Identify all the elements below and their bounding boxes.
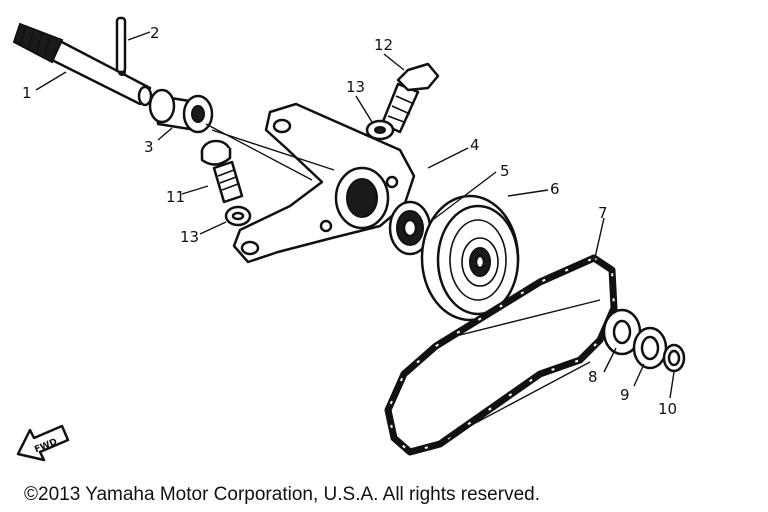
- washer-part-13-upper: [365, 119, 395, 141]
- label-part-8: 8: [588, 368, 598, 386]
- pin-part-2: [115, 16, 127, 74]
- label-part-12: 12: [374, 36, 393, 54]
- washer-part-10: [662, 343, 686, 373]
- arm-bracket-part-4: [232, 102, 416, 264]
- forward-arrow-icon: FWD: [16, 424, 70, 462]
- bearing-part-5: [388, 200, 432, 256]
- exploded-parts-diagram: 1 2 3 4 5 6 7 8 9 10 11 12 13 13 FWD: [12, 16, 686, 462]
- label-part-11: 11: [166, 188, 185, 206]
- shaft-part-1: [12, 22, 153, 107]
- label-part-13-lower: 13: [180, 228, 199, 246]
- bolt-part-12: [380, 62, 440, 134]
- copyright-notice: ©2013 Yamaha Motor Corporation, U.S.A. A…: [24, 484, 540, 505]
- washer-part-8: [602, 308, 642, 356]
- label-part-7: 7: [598, 204, 608, 222]
- washer-part-9: [632, 326, 668, 370]
- label-part-3: 3: [144, 138, 154, 156]
- label-part-13-upper: 13: [346, 78, 365, 96]
- label-part-4: 4: [470, 136, 480, 154]
- label-part-6: 6: [550, 180, 560, 198]
- label-part-9: 9: [620, 386, 630, 404]
- leader-lines: [35, 31, 675, 399]
- part-labels: 1 2 3 4 5 6 7 8 9 10 11 12 13 13: [22, 24, 677, 418]
- bolt-part-11: [200, 139, 244, 204]
- washer-part-13-lower: [224, 205, 252, 227]
- pulley-part-6: [420, 194, 520, 322]
- collar-part-3: [148, 88, 214, 134]
- label-part-10: 10: [658, 400, 677, 418]
- label-part-2: 2: [150, 24, 160, 42]
- label-part-5: 5: [500, 162, 510, 180]
- label-part-1: 1: [22, 84, 32, 102]
